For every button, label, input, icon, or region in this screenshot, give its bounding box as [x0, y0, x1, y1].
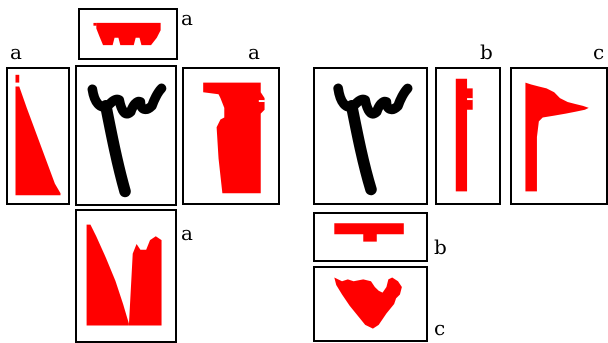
b-horizontal-projection-shape [334, 223, 404, 242]
arabic-digit-three-glyph-copy [333, 83, 413, 196]
top-projection-box [78, 8, 178, 60]
arabic-digit-three-glyph [87, 83, 167, 198]
c-vertical-projection-shape [525, 82, 589, 192]
bottom-projection-label: a [181, 221, 193, 245]
b-vertical-projection-shape [455, 78, 473, 192]
top-projection-shape [93, 22, 161, 46]
b-horizontal-projection-box [313, 212, 428, 262]
bottom-projection-shape [86, 224, 162, 326]
bottom-b-label: b [434, 235, 447, 259]
original-glyph-box-bc [313, 67, 428, 205]
original-glyph-box-a [75, 65, 177, 206]
top-projection-label: a [181, 6, 193, 30]
c-horizontal-projection-box [313, 266, 428, 342]
right-projection-shape [203, 82, 265, 194]
top-c-label: c [593, 40, 605, 64]
b-vertical-projection-box [435, 67, 501, 205]
right-projection-label: a [248, 40, 260, 64]
left-projection-label: a [10, 40, 22, 64]
top-b-label: b [480, 40, 493, 64]
left-projection-shape [15, 74, 61, 196]
bottom-projection-box [75, 209, 177, 343]
c-horizontal-projection-shape [334, 277, 402, 329]
bottom-c-label: c [434, 316, 446, 340]
right-projection-box [182, 67, 280, 205]
left-projection-box [6, 67, 70, 205]
c-vertical-projection-box [510, 67, 608, 205]
